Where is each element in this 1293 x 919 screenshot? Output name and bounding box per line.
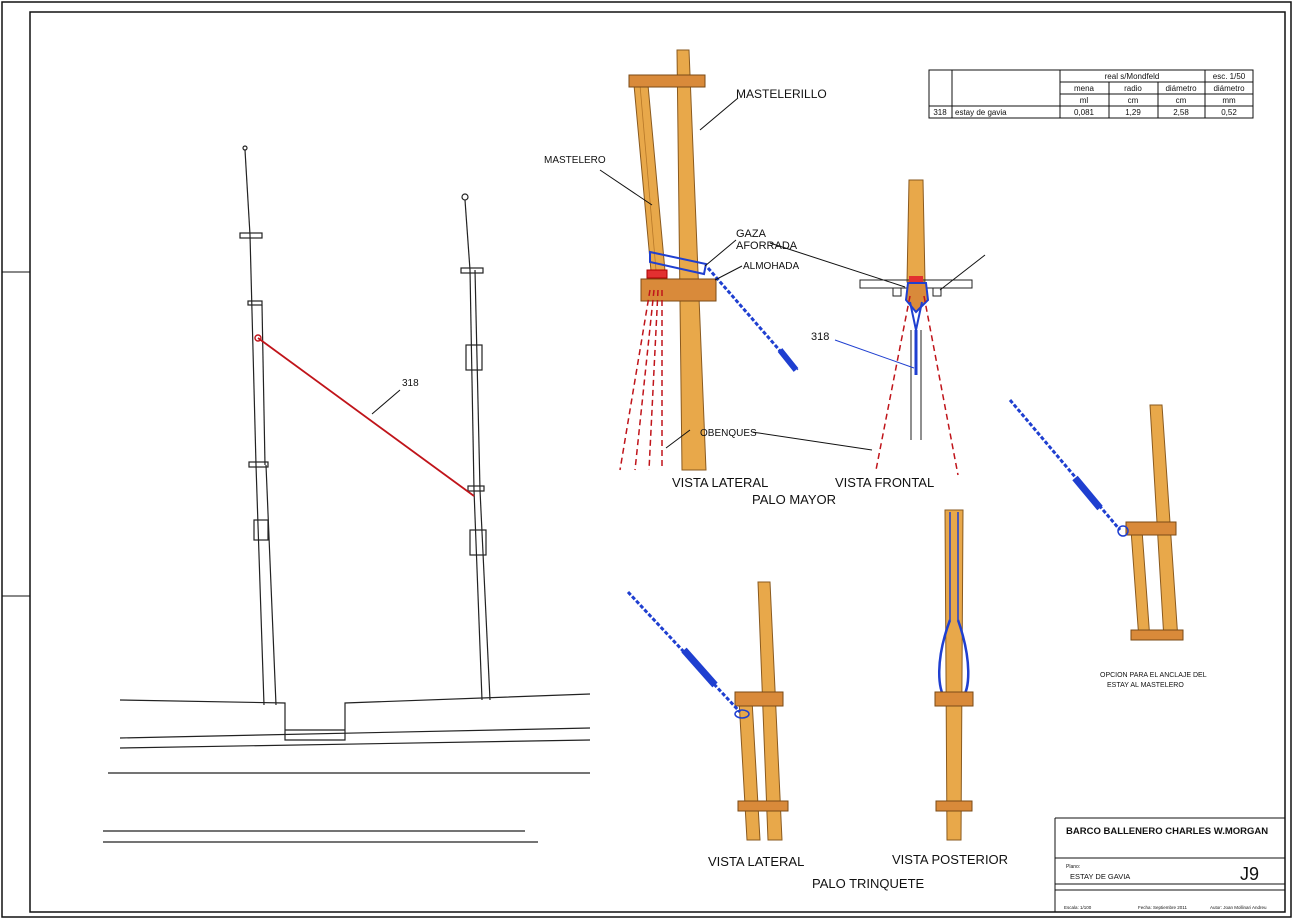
table-row-name: estay de gavia [955,108,1007,117]
title-autor: Autor: Joan Mollinari Andreu [1210,905,1267,910]
label-mastelero: MASTELERO [544,155,606,166]
main-frontal-view [834,179,986,476]
ship-elevation [103,145,591,843]
table-row-mena: 0,081 [1074,108,1095,117]
inner-border [29,11,1286,913]
fore-mast [460,193,491,701]
table-unit-radio: cm [1128,96,1139,105]
label-opcion-2: ESTAY AL MASTELERO [1107,682,1184,689]
stay-318-line [257,337,475,497]
label-vista-posterior: VISTA POSTERIOR [892,852,1008,867]
table-row-radio: 1,29 [1125,108,1141,117]
title-plano: ESTAY DE GAVIA [1070,872,1130,881]
table-col-diametro-mm: diámetro [1213,84,1245,93]
main-mast [239,145,277,706]
table-col-radio: radio [1124,84,1142,93]
label-almohada: ALMOHADA [743,261,799,272]
label-vista-frontal: VISTA FRONTAL [835,475,934,490]
table-col-mena: mena [1074,84,1095,93]
label-mastelerillo: MASTELERILLO [736,87,827,101]
rope-table [928,69,1254,119]
main-lateral-view [599,49,906,471]
table-unit-diametro-mm: mm [1222,96,1236,105]
title-block [1054,817,1285,912]
title-project: BARCO BALLENERO CHARLES W.MORGAN [1066,826,1268,837]
table-col-diametro: diámetro [1165,84,1197,93]
label-aforrada: AFORRADA [736,240,798,252]
label-gaza: GAZA [736,228,767,240]
label-vista-lateral-mayor: VISTA LATERAL [672,475,768,490]
table-unit-mena: ml [1080,96,1089,105]
label-318-main: 318 [402,378,419,389]
title-sheet-number: J9 [1240,864,1259,884]
table-group-scale: esc. 1/50 [1213,72,1246,81]
table-row-num: 318 [933,108,947,117]
table-unit-diametro: cm [1176,96,1187,105]
label-vista-lateral-trinquete: VISTA LATERAL [708,854,804,869]
fore-posterior-view [934,509,974,841]
label-palo-mayor: PALO MAYOR [752,492,836,507]
title-plano-label: Plano: [1066,864,1080,870]
label-palo-trinquete: PALO TRINQUETE [812,876,925,891]
table-group-real: real s/Mondfeld [1105,72,1160,81]
fore-lateral-view [626,581,789,841]
table-row-diametro-mm: 0,52 [1221,108,1237,117]
label-obenques: OBENQUES [700,428,757,439]
title-fecha: Fecha: Septiembre 2011 [1138,905,1187,910]
label-opcion-1: OPCION PARA EL ANCLAJE DEL [1100,672,1207,679]
table-row-diametro: 2,58 [1173,108,1189,117]
option-view [1008,399,1184,641]
title-escala: Escala: 1/100 [1064,905,1092,910]
label-318-detail: 318 [811,331,829,343]
